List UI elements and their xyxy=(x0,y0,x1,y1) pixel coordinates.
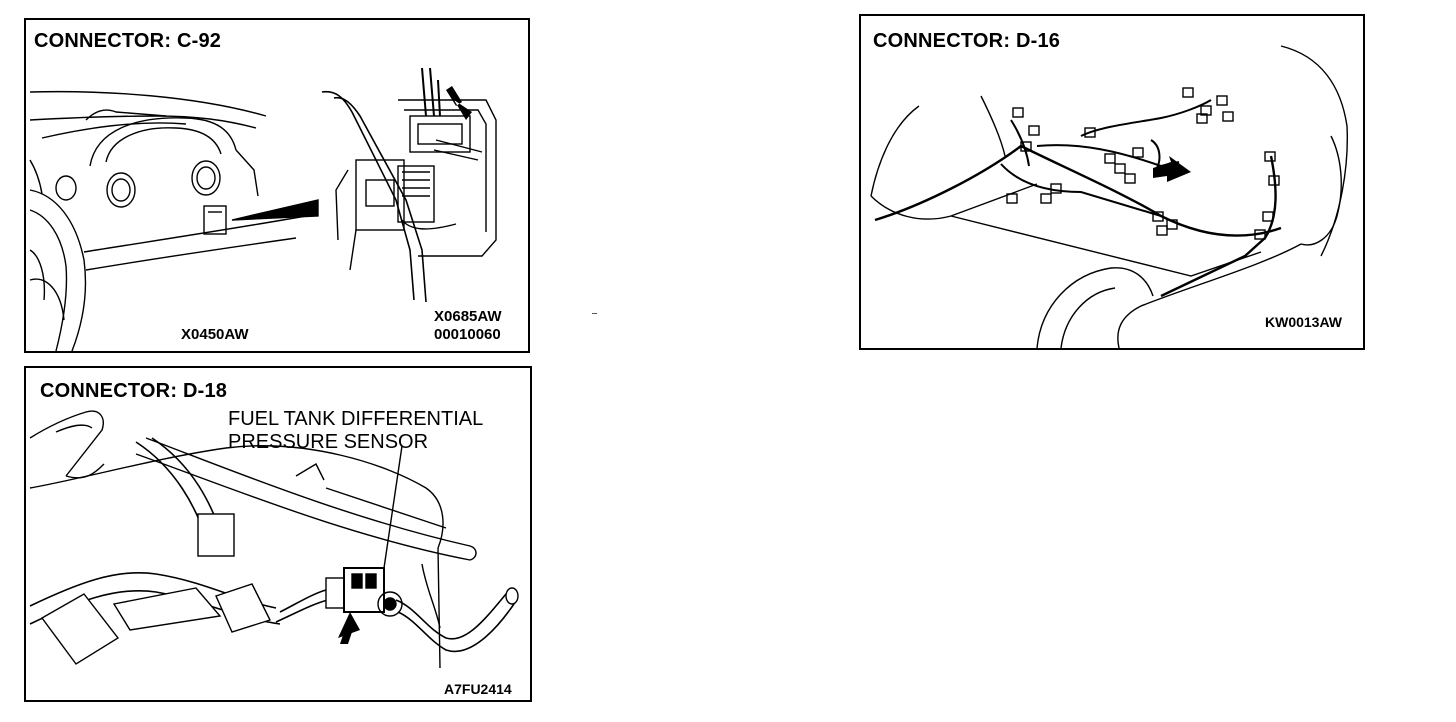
figure-code-left: X0450AW xyxy=(181,326,249,343)
connector-title: CONNECTOR: C-92 xyxy=(34,30,222,52)
c92-dashboard-illustration xyxy=(29,67,497,351)
connector-d18-panel: CONNECTOR: D-18 FUEL TANK DIFFERENTIAL P… xyxy=(24,366,532,702)
connector-d16-panel: CONNECTOR: D-16 KW0013AW xyxy=(859,14,1365,350)
connector-title: CONNECTOR: D-18 xyxy=(40,380,228,402)
callout-label-line-1: FUEL TANK DIFFERENTIAL xyxy=(228,408,484,430)
figure-code-right-secondary: 00010060 xyxy=(434,326,501,343)
callout-label-line-2: PRESSURE SENSOR xyxy=(228,431,429,453)
connector-title: CONNECTOR: D-16 xyxy=(873,30,1061,52)
figure-code-right: X0685AW xyxy=(434,308,502,325)
figure-code: KW0013AW xyxy=(1265,314,1343,330)
scan-speck xyxy=(592,313,597,314)
d18-fuel-tank-illustration xyxy=(29,410,519,669)
figure-code: A7FU2414 xyxy=(444,681,512,697)
connector-c92-panel: CONNECTOR: C-92 X0450AW X0685AW 00010060 xyxy=(24,18,530,353)
d16-harness-illustration xyxy=(870,45,1348,348)
